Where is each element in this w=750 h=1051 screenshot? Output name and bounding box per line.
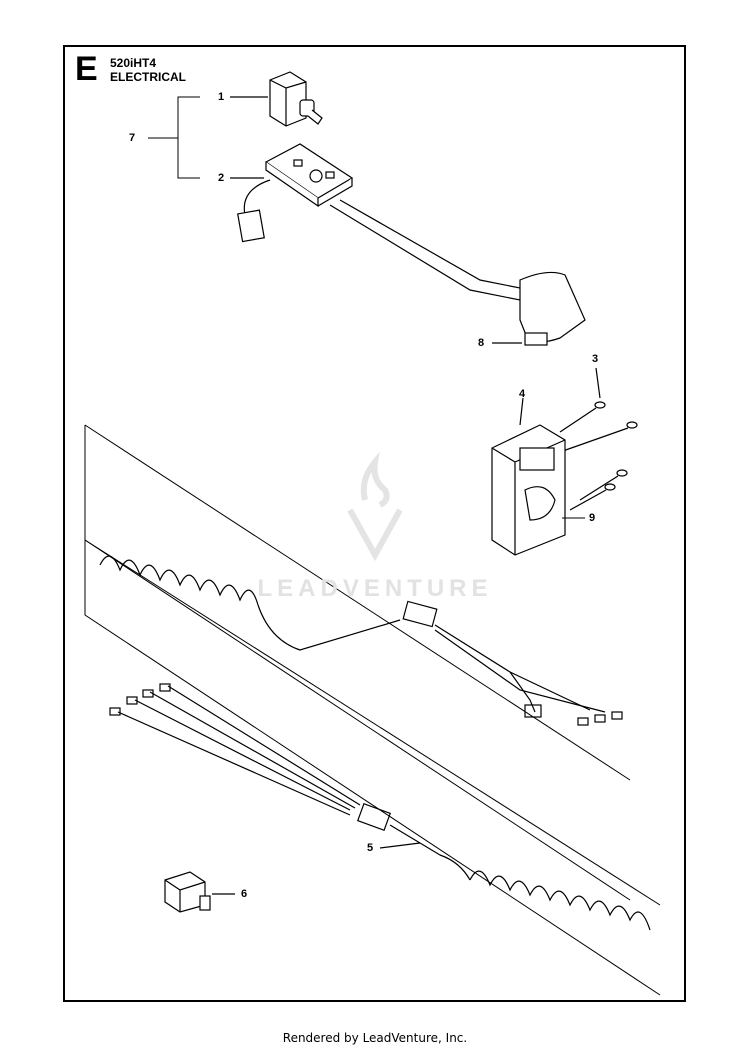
callout-8: 8 [478, 337, 485, 349]
diagram-frame [63, 45, 686, 1002]
model-number: 520iHT4 [110, 56, 157, 70]
footer-credit: Rendered by LeadVenture, Inc. [282, 1031, 468, 1045]
part-3-screws [559, 367, 638, 511]
part-4-module [491, 397, 566, 556]
coil-cable-upper [99, 555, 623, 726]
part-6-micro-switch [164, 871, 235, 913]
callout-5: 5 [367, 842, 374, 854]
part-8-connector [492, 271, 586, 346]
callout-7-bracket [148, 96, 200, 179]
part-5-cable [109, 683, 651, 931]
callout-6: 6 [241, 888, 248, 900]
watermark-logo [347, 451, 403, 562]
section-letter: E [75, 50, 98, 88]
part-2-control-panel [230, 143, 549, 301]
callout-1: 1 [218, 91, 225, 103]
callout-9: 9 [589, 512, 596, 524]
callout-3: 3 [592, 353, 599, 365]
cable-plate-lower [84, 539, 661, 996]
callout-7: 7 [129, 132, 136, 144]
part-1-switch [230, 71, 323, 127]
diagram-title: ELECTRICAL [110, 70, 186, 84]
callout-2: 2 [218, 172, 225, 184]
watermark-text: LEADVENTURE [257, 575, 493, 602]
callout-4: 4 [519, 388, 526, 400]
